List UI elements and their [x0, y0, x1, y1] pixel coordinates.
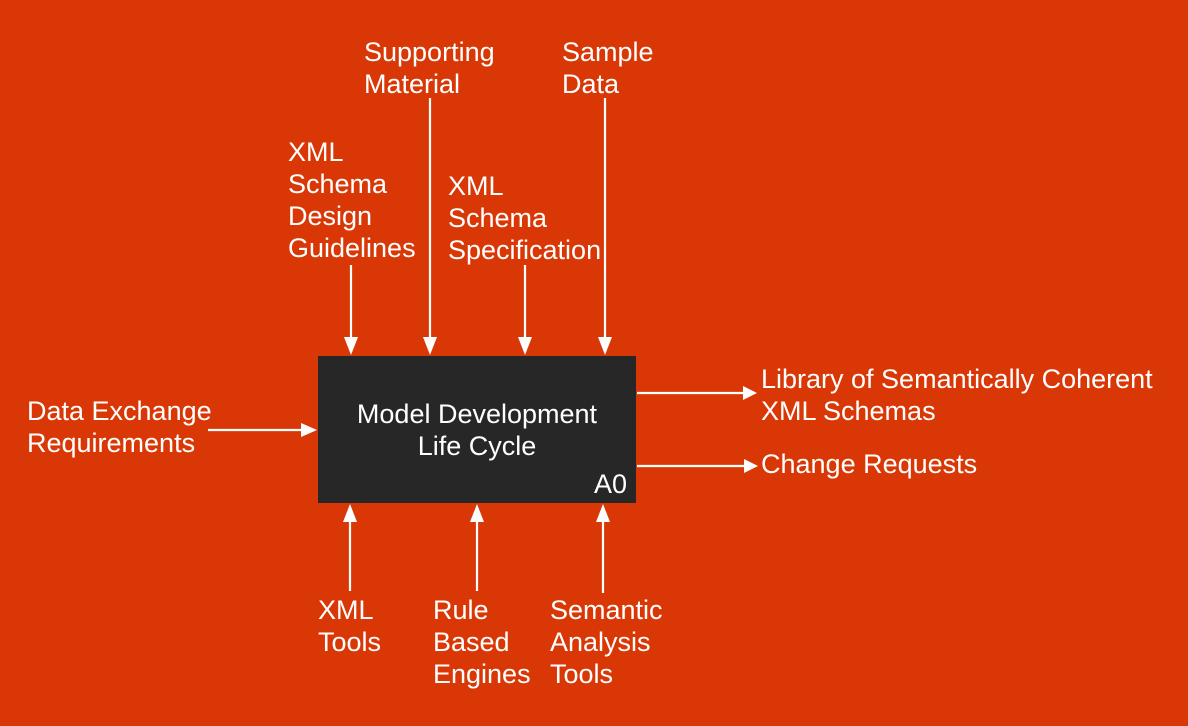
output-label-change-requests: Change Requests: [761, 449, 978, 479]
arrow-output-library-of-xml-schemas: [637, 386, 757, 400]
arrow-mechanism-xml-tools: [343, 504, 357, 591]
control-label-xml-schema-design-guidelines: XML Schema Design Guidelines: [288, 137, 416, 263]
process-node-id: A0: [593, 469, 627, 499]
arrow-input-data-exchange-requirements: [208, 423, 317, 437]
process-title: Model Development Life Cycle: [356, 398, 598, 461]
output-label-library-of-xml-schemas: Library of Semantically Coherent XML Sch…: [761, 364, 1153, 426]
arrow-output-change-requests: [637, 459, 758, 473]
arrow-control-supporting-material: [423, 98, 437, 355]
control-label-sample-data: Sample Data: [562, 37, 654, 99]
arrow-control-sample-data: [598, 98, 612, 355]
control-label-xml-schema-specification: XML Schema Specification: [448, 171, 602, 265]
arrow-control-xml-schema-design-guidelines: [344, 265, 358, 355]
mechanism-label-xml-tools: XML Tools: [318, 595, 382, 657]
arrow-mechanism-rule-based-engines: [470, 504, 484, 591]
process-box-a0: Model Development Life Cycle A0: [318, 356, 636, 503]
mechanism-label-rule-based-engines: Rule Based Engines: [433, 595, 531, 689]
arrow-control-xml-schema-specification: [518, 265, 532, 355]
control-label-supporting-material: Supporting Material: [364, 37, 495, 99]
input-label-data-exchange-requirements: Data Exchange Requirements: [27, 396, 212, 458]
mechanism-label-semantic-analysis-tools: Semantic Analysis Tools: [550, 595, 663, 689]
arrow-mechanism-semantic-analysis-tools: [596, 504, 610, 593]
